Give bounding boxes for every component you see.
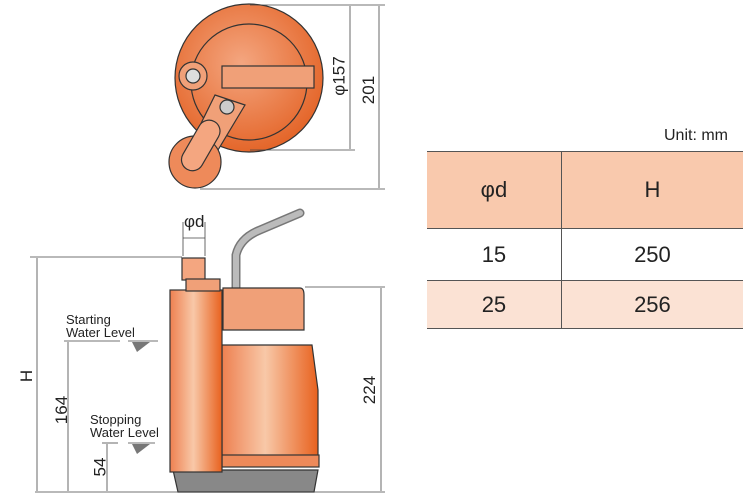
header-cell: φd [480,177,508,202]
label-line: Stopping [90,412,142,427]
header-cell: H [560,151,743,229]
starting-water-level-label: Starting Water Level [66,313,135,339]
stopping-water-level-label: Stopping Water Level [90,413,159,439]
side-view [169,208,320,493]
stopping-level-value: 54 [90,457,110,477]
label-line: Water Level [66,325,135,340]
label-line: Starting [66,312,111,327]
size-table: φd H 15 250 25 256 [427,151,743,329]
body-height-value: 224 [360,375,380,405]
overall-dim-label: 201 [359,75,379,105]
side-dimension-lines [30,222,385,493]
top-view [168,3,324,189]
table-header: φd H [427,151,743,229]
outlet-dim-label: φd [184,212,205,231]
starting-level-value: 164 [52,395,72,425]
diameter-dim-label: φ157 [329,56,349,96]
label-line: Water Level [90,425,159,440]
table-row: 15 250 [427,228,743,281]
stopping-level-marker [132,444,150,454]
height-dim-label: H [17,369,37,383]
cell: 25 [481,291,507,317]
starting-level-marker [132,342,150,352]
cell: 15 [481,241,507,267]
cell: 256 [560,280,743,329]
table-row: 25 256 [427,280,743,329]
unit-label: Unit: mm [664,127,728,144]
cell: 250 [560,228,743,281]
top-dimension-lines [200,4,385,190]
